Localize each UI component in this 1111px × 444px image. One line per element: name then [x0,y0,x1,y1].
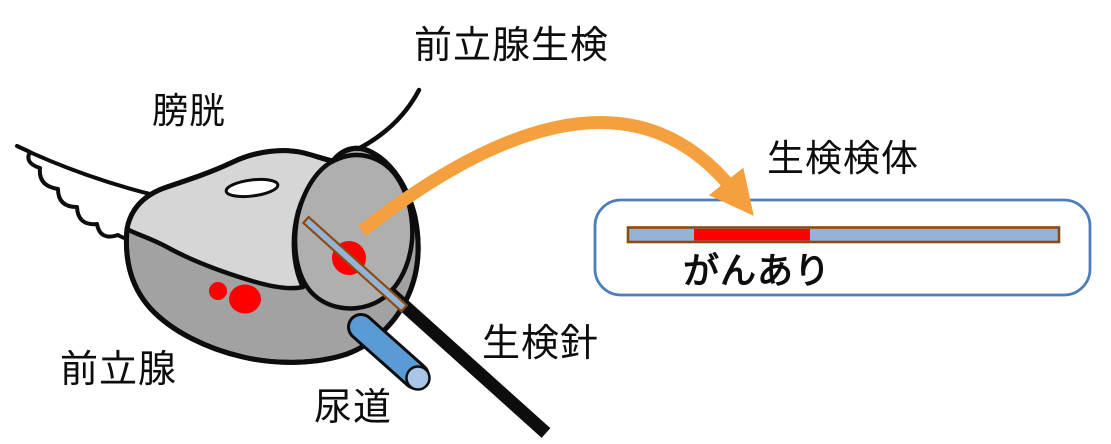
biopsy-core-rod [301,215,409,313]
transfer-arrow [357,116,754,237]
tissue-edge-shape [15,144,160,241]
cancer-label: がんあり [683,250,831,291]
figure-title: 前立腺生検 [414,25,609,67]
urethra-tube-body [350,316,427,387]
cancer-spot-small [209,282,227,300]
prostate-outline [123,145,421,365]
needle-label: 生検針 [482,323,599,365]
specimen-cancer-segment [694,229,810,241]
surface-highlight-oval [224,177,280,199]
specimen-core-bar [626,226,1061,244]
bladder-label: 膀胱 [152,90,226,131]
cancer-spot-large [229,284,261,314]
prostate-label: 前立腺 [60,349,177,391]
biopsy-needle-shaft [383,286,551,438]
bladder-outline-curve [349,87,422,155]
urethra-label: 尿道 [314,387,392,429]
specimen-box [593,198,1092,297]
specimen-label: 生検検体 [767,138,919,179]
urethra-tube-cap [405,365,431,391]
